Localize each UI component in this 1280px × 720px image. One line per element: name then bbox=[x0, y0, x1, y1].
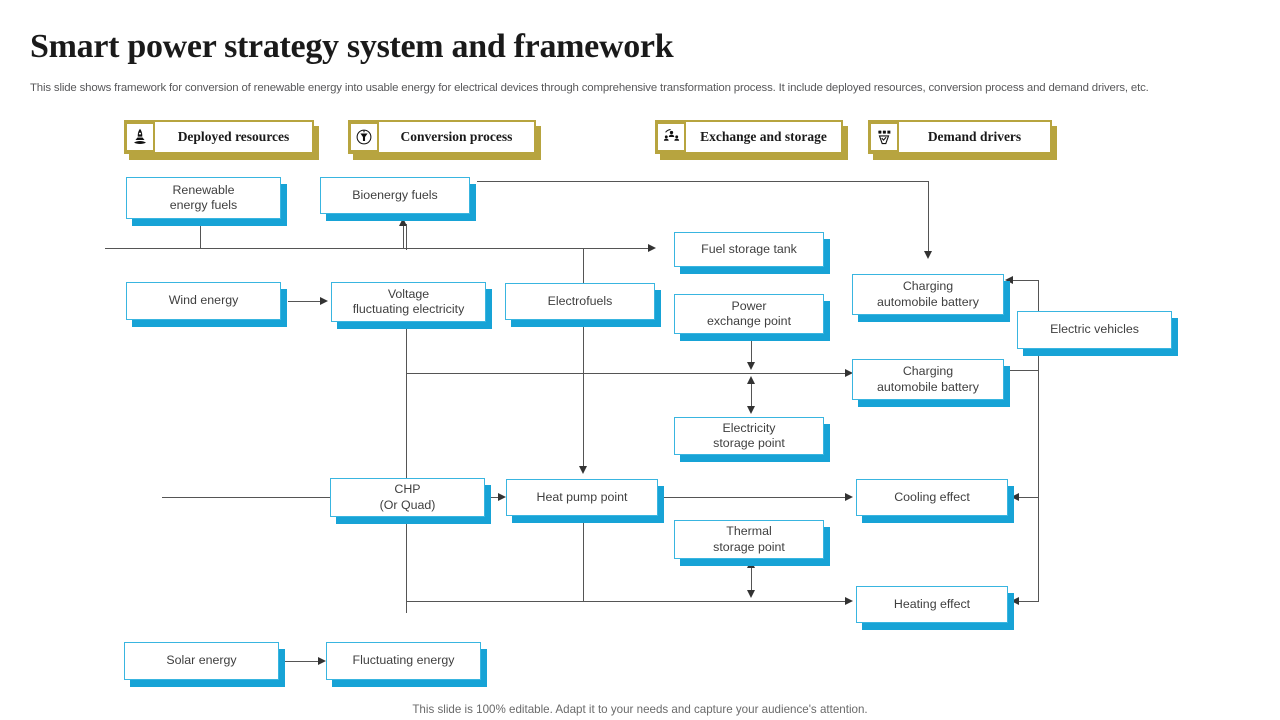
legend-label: Deployed resources bbox=[177, 129, 290, 144]
connector-ev-trunk bbox=[1038, 280, 1039, 602]
node-label: Heating effect bbox=[856, 586, 1008, 623]
legend-label: Exchange and storage bbox=[700, 129, 827, 144]
connector-heatpump-to-cooling bbox=[662, 497, 850, 498]
node-bioenergy-fuels[interactable]: Bioenergy fuels bbox=[320, 177, 476, 221]
badge-body: Exchange and storage bbox=[655, 120, 843, 154]
connector-thermal-storage-double bbox=[751, 566, 752, 594]
legend-item-exchange-and-storage[interactable]: Exchange and storage bbox=[655, 120, 848, 160]
node-label: Heat pump point bbox=[506, 479, 658, 516]
connector-voltage-trunk-down bbox=[406, 323, 407, 613]
node-electric-vehicles[interactable]: Electric vehicles bbox=[1017, 311, 1178, 356]
connector-ev-to-battery-1 bbox=[1012, 280, 1039, 281]
arrow-to-heat-pump bbox=[498, 492, 506, 501]
connector-voltage-trunk-up bbox=[406, 224, 407, 250]
node-label: CHP (Or Quad) bbox=[330, 478, 485, 517]
node-renewable-energy-fuels[interactable]: Renewable energy fuels bbox=[126, 177, 287, 226]
node-label: Cooling effect bbox=[856, 479, 1008, 516]
legend-item-conversion-process[interactable]: Conversion process bbox=[348, 120, 541, 160]
connector-mid-bus bbox=[406, 373, 850, 374]
legend-label: Demand drivers bbox=[927, 129, 1022, 144]
arrow-to-heating-left bbox=[1011, 596, 1019, 605]
connector-wind-to-voltage bbox=[288, 301, 323, 302]
node-label: Solar energy bbox=[124, 642, 279, 680]
node-label: Voltage fluctuating electricity bbox=[331, 282, 486, 322]
node-label: Renewable energy fuels bbox=[126, 177, 281, 219]
node-charging-automobile-battery-1[interactable]: Charging automobile battery bbox=[852, 274, 1010, 322]
connector-bottom-bus bbox=[406, 601, 850, 602]
node-label: Electricity storage point bbox=[674, 417, 824, 455]
page-title: Smart power strategy system and framewor… bbox=[30, 28, 674, 65]
arrow-down-thermal-storage bbox=[746, 590, 755, 598]
arrow-to-fluctuating-energy bbox=[318, 656, 326, 665]
badge-body: Conversion process bbox=[348, 120, 536, 154]
node-solar-energy[interactable]: Solar energy bbox=[124, 642, 285, 687]
connector-power-exchange-double bbox=[751, 338, 752, 366]
node-label: Electrofuels bbox=[505, 283, 655, 320]
badge-body: Demand drivers bbox=[868, 120, 1052, 154]
arrow-up-electricity-storage bbox=[746, 376, 755, 384]
arrow-to-cooling-effect bbox=[845, 492, 853, 501]
arrow-down-power-exchange bbox=[746, 362, 755, 370]
connector-bus-to-electrofuels bbox=[583, 248, 584, 283]
rocket-icon bbox=[125, 121, 155, 152]
arrow-to-bioenergy-fuels bbox=[398, 218, 407, 226]
node-cooling-effect[interactable]: Cooling effect bbox=[856, 479, 1014, 523]
chart-clipboard-icon bbox=[869, 121, 899, 152]
connector-renewable-to-bus bbox=[200, 220, 201, 249]
connector-electrofuels-down bbox=[583, 323, 584, 469]
connector-ev-to-heating bbox=[1018, 601, 1039, 602]
connector-top-bus bbox=[105, 248, 650, 249]
arrow-to-charging-battery-2 bbox=[845, 368, 853, 377]
footer-note: This slide is 100% editable. Adapt it to… bbox=[412, 703, 868, 716]
badge-body: Deployed resources bbox=[124, 120, 314, 154]
node-label: Power exchange point bbox=[674, 294, 824, 334]
node-voltage-fluctuating-electricity[interactable]: Voltage fluctuating electricity bbox=[331, 282, 492, 329]
arrow-to-heat-pump-point bbox=[578, 466, 587, 474]
arrow-to-voltage bbox=[320, 296, 328, 305]
connector-electricity-storage-double bbox=[751, 382, 752, 410]
arrow-to-cooling-left bbox=[1011, 492, 1019, 501]
arrow-down-electricity-storage bbox=[746, 406, 755, 414]
connector-bus-to-bioenergy bbox=[403, 224, 404, 249]
node-wind-energy[interactable]: Wind energy bbox=[126, 282, 287, 327]
node-label: Fuel storage tank bbox=[674, 232, 824, 267]
funnel-icon bbox=[349, 121, 379, 152]
node-fluctuating-energy[interactable]: Fluctuating energy bbox=[326, 642, 487, 687]
legend-item-deployed-resources[interactable]: Deployed resources bbox=[124, 120, 319, 160]
node-label: Fluctuating energy bbox=[326, 642, 481, 680]
node-power-exchange-point[interactable]: Power exchange point bbox=[674, 294, 830, 341]
arrow-to-fuel-storage-tank bbox=[648, 243, 656, 252]
connector-heatpump-down bbox=[583, 519, 584, 602]
node-chp-or-quad[interactable]: CHP (Or Quad) bbox=[330, 478, 491, 524]
connector-bioenergy-right bbox=[477, 181, 929, 182]
node-fuel-storage-tank[interactable]: Fuel storage tank bbox=[674, 232, 830, 274]
node-heat-pump-point[interactable]: Heat pump point bbox=[506, 479, 664, 523]
connector-left-to-chp bbox=[162, 497, 330, 498]
node-label: Charging automobile battery bbox=[852, 274, 1004, 315]
connector-battery-2-to-trunk bbox=[1008, 370, 1039, 371]
node-label: Electric vehicles bbox=[1017, 311, 1172, 349]
node-label: Bioenergy fuels bbox=[320, 177, 470, 214]
node-label: Thermal storage point bbox=[674, 520, 824, 559]
connector-solar-to-fluctuating bbox=[284, 661, 320, 662]
node-label: Wind energy bbox=[126, 282, 281, 320]
people-exchange-icon bbox=[656, 121, 686, 152]
node-charging-automobile-battery-2[interactable]: Charging automobile battery bbox=[852, 359, 1010, 407]
node-heating-effect[interactable]: Heating effect bbox=[856, 586, 1014, 630]
node-thermal-storage-point[interactable]: Thermal storage point bbox=[674, 520, 830, 566]
connector-ev-to-cooling bbox=[1018, 497, 1039, 498]
arrow-to-battery-1-left bbox=[1005, 275, 1013, 284]
node-label: Charging automobile battery bbox=[852, 359, 1004, 400]
arrow-to-heating-effect bbox=[845, 596, 853, 605]
legend-label: Conversion process bbox=[400, 129, 513, 144]
legend-item-demand-drivers[interactable]: Demand drivers bbox=[868, 120, 1057, 160]
node-electrofuels[interactable]: Electrofuels bbox=[505, 283, 661, 327]
page-subtitle: This slide shows framework for conversio… bbox=[30, 82, 1149, 94]
node-electricity-storage-point[interactable]: Electricity storage point bbox=[674, 417, 830, 462]
arrow-to-charging-battery-1 bbox=[923, 251, 932, 259]
connector-bioenergy-down bbox=[928, 181, 929, 253]
connector-chp-to-heatpump bbox=[489, 497, 501, 498]
